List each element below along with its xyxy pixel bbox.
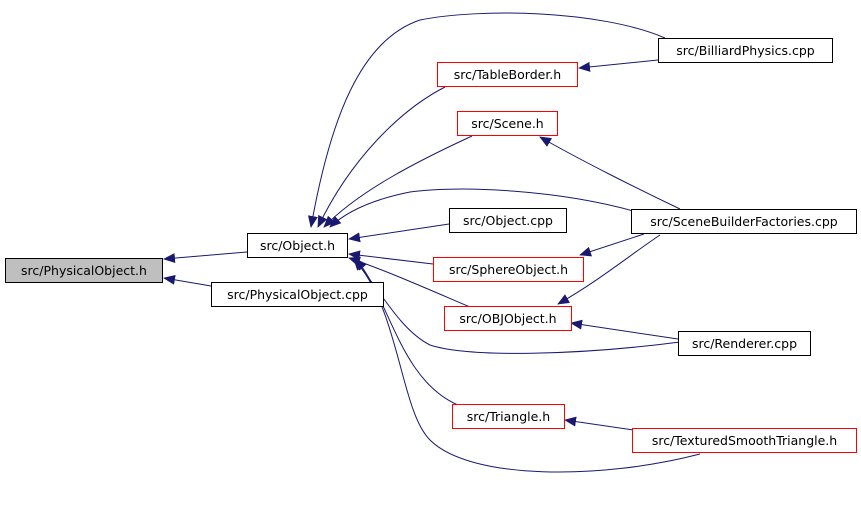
edge-physical-object-cpp-to-physical-object-h bbox=[163, 274, 212, 287]
edge-textured-smooth-triangle-h-to-object-h bbox=[353, 258, 701, 473]
edge-scene-builder-factories-cpp-to-sphere-object-h bbox=[579, 233, 645, 257]
node-billiard-physics-cpp[interactable]: src/BilliardPhysics.cpp bbox=[658, 38, 833, 63]
edge-textured-smooth-triangle-h-to-triangle-h bbox=[564, 416, 641, 432]
node-scene-h[interactable]: src/Scene.h bbox=[457, 111, 558, 136]
node-renderer-cpp[interactable]: src/Renderer.cpp bbox=[678, 331, 811, 356]
node-physical-object-h: src/PhysicalObject.h bbox=[5, 258, 163, 283]
node-physical-object-cpp[interactable]: src/PhysicalObject.cpp bbox=[211, 282, 384, 307]
edge-sphere-object-h-to-object-h bbox=[348, 250, 434, 265]
node-sphere-object-h[interactable]: src/SphereObject.h bbox=[433, 257, 584, 282]
edge-scene-builder-factories-cpp-to-scene-h bbox=[539, 136, 681, 210]
edge-object-h-to-physical-object-h bbox=[163, 251, 248, 264]
node-table-border-h[interactable]: src/TableBorder.h bbox=[437, 62, 578, 87]
node-textured-smooth-triangle-h[interactable]: src/TexturedSmoothTriangle.h bbox=[632, 428, 857, 453]
node-object-cpp[interactable]: src/Object.cpp bbox=[449, 208, 567, 233]
edge-table-border-h-to-object-h bbox=[317, 86, 446, 228]
node-obj-object-h[interactable]: src/OBJObject.h bbox=[444, 306, 572, 331]
edge-renderer-cpp-to-obj-object-h bbox=[570, 319, 679, 340]
edge-scene-h-to-object-h bbox=[323, 135, 473, 228]
edge-object-cpp-to-object-h bbox=[348, 223, 450, 243]
edge-billiard-physics-cpp-to-table-border-h bbox=[578, 59, 659, 72]
edge-scene-builder-factories-cpp-to-obj-object-h bbox=[557, 234, 661, 305]
edge-billiard-physics-cpp-to-object-h bbox=[308, 12, 666, 228]
node-object-h[interactable]: src/Object.h bbox=[247, 233, 348, 258]
node-triangle-h[interactable]: src/Triangle.h bbox=[452, 404, 565, 429]
edge-scene-builder-factories-cpp-to-object-h bbox=[329, 188, 638, 228]
node-scene-builder-factories-cpp[interactable]: src/SceneBuilderFactories.cpp bbox=[631, 209, 857, 234]
